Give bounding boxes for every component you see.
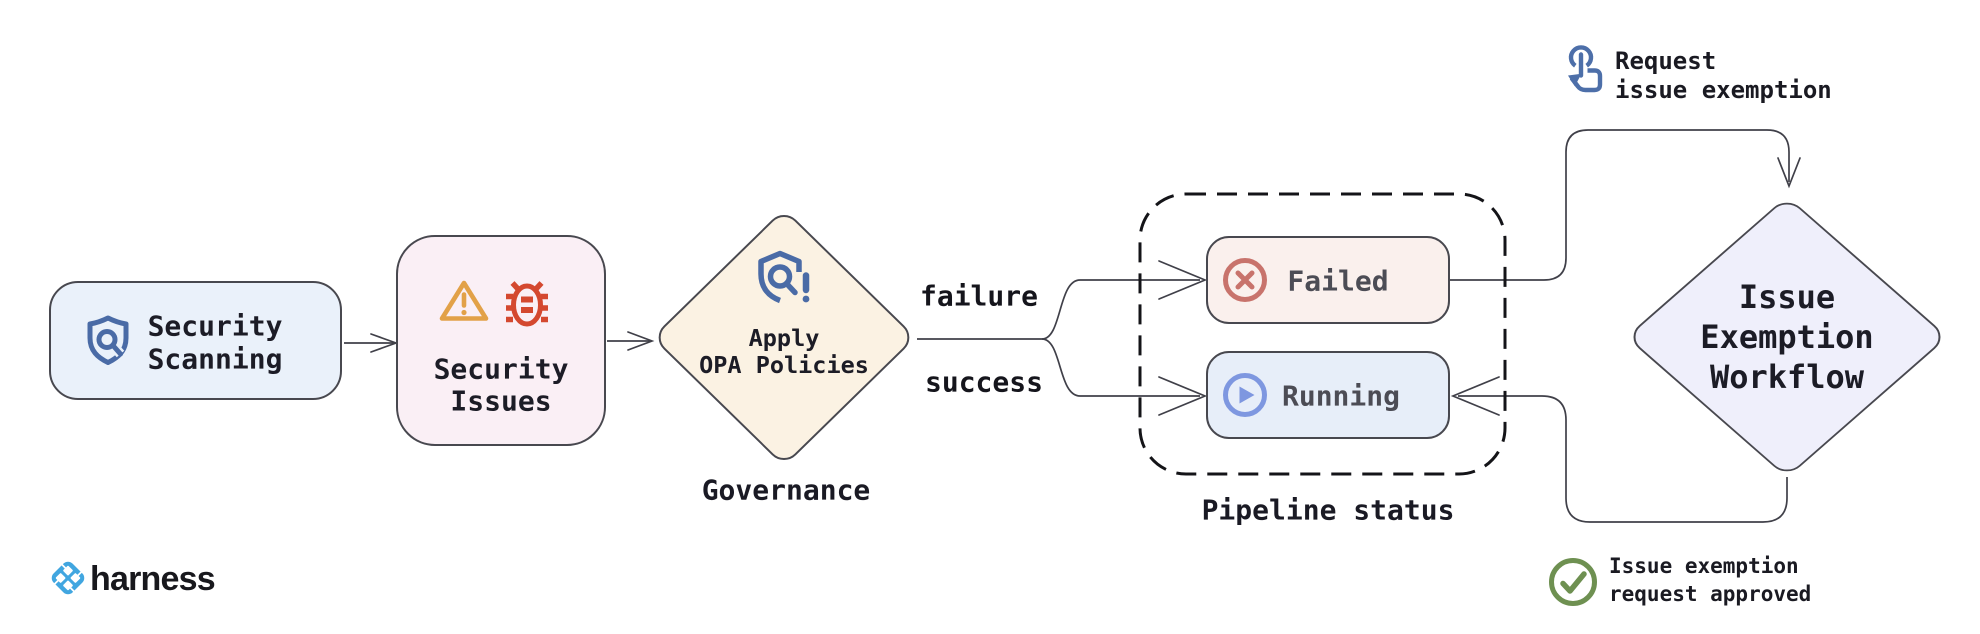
apply-opa-policies-label-1: Apply <box>749 324 820 352</box>
failed-box <box>1206 236 1450 324</box>
edge-success-branch <box>1041 338 1200 397</box>
node-failed: Failed <box>1206 236 1450 324</box>
bug-icon <box>506 281 548 327</box>
check-circle-icon <box>1549 558 1597 606</box>
request-exemption-line-1: Request <box>1615 47 1716 75</box>
failed-label: Failed <box>1287 265 1388 298</box>
edges <box>344 129 1801 523</box>
edge-label-failure: failure <box>920 280 1038 313</box>
circle-x-icon <box>1223 258 1267 302</box>
request-exemption-line-2: issue exemption <box>1615 76 1832 104</box>
security-scanning-label-1: Security <box>148 310 283 343</box>
harness-logo: harness <box>51 560 216 598</box>
harness-logo-icon <box>51 561 85 595</box>
issue-exemption-workflow-label-2: Exemption <box>1700 318 1873 356</box>
security-scanning-box <box>49 281 342 400</box>
edge-failure-branch <box>1041 279 1200 340</box>
request-approved-line-2: request approved <box>1609 582 1811 606</box>
node-issue-exemption-workflow: Issue Exemption Workflow <box>1633 202 1941 472</box>
node-running: Running <box>1206 351 1450 439</box>
issue-exemption-workflow-diamond <box>1633 202 1941 472</box>
request-approved-line-1: Issue exemption <box>1609 554 1799 578</box>
security-issues-box <box>396 235 606 446</box>
annotation-request-exemption: Request issue exemption <box>1568 45 1832 104</box>
issue-exemption-workflow-label-1: Issue <box>1739 278 1835 316</box>
arrowhead-failed-to-workflow <box>1777 157 1801 189</box>
shield-search-icon <box>87 315 129 365</box>
shield-policy-alert-icon <box>758 250 810 304</box>
arrowhead-issues-to-governance <box>627 331 655 351</box>
arrowhead-success-branch <box>1158 376 1208 416</box>
edge-label-success: success <box>925 366 1043 399</box>
security-scanning-label-2: Scanning <box>148 343 283 376</box>
pipeline-status-group <box>1138 192 1507 476</box>
issue-exemption-workflow-label-3: Workflow <box>1710 358 1865 396</box>
touch-tap-icon <box>1568 45 1603 93</box>
arrowhead-failure-branch <box>1158 260 1208 300</box>
governance-caption: Governance <box>702 474 871 507</box>
pipeline-status-caption: Pipeline status <box>1202 494 1455 527</box>
node-apply-opa-policies: Apply OPA Policies Governance <box>658 215 910 507</box>
warning-triangle-icon <box>439 280 489 321</box>
running-label: Running <box>1282 380 1400 413</box>
harness-wordmark: harness <box>90 560 215 598</box>
node-security-scanning: Security Scanning <box>49 281 342 400</box>
arrowhead-workflow-to-running <box>1450 376 1500 416</box>
circle-play-icon <box>1223 373 1267 417</box>
annotation-request-approved: Issue exemption request approved <box>1549 554 1811 606</box>
security-issues-label-2: Issues <box>450 385 551 418</box>
apply-opa-policies-diamond <box>658 215 910 460</box>
edge-workflow-to-running <box>1458 395 1788 523</box>
running-box <box>1206 351 1450 439</box>
node-security-issues: Security Issues <box>396 235 606 446</box>
security-issues-label-1: Security <box>434 353 569 386</box>
apply-opa-policies-label-2: OPA Policies <box>699 351 869 379</box>
edge-failed-to-workflow <box>1449 129 1790 281</box>
